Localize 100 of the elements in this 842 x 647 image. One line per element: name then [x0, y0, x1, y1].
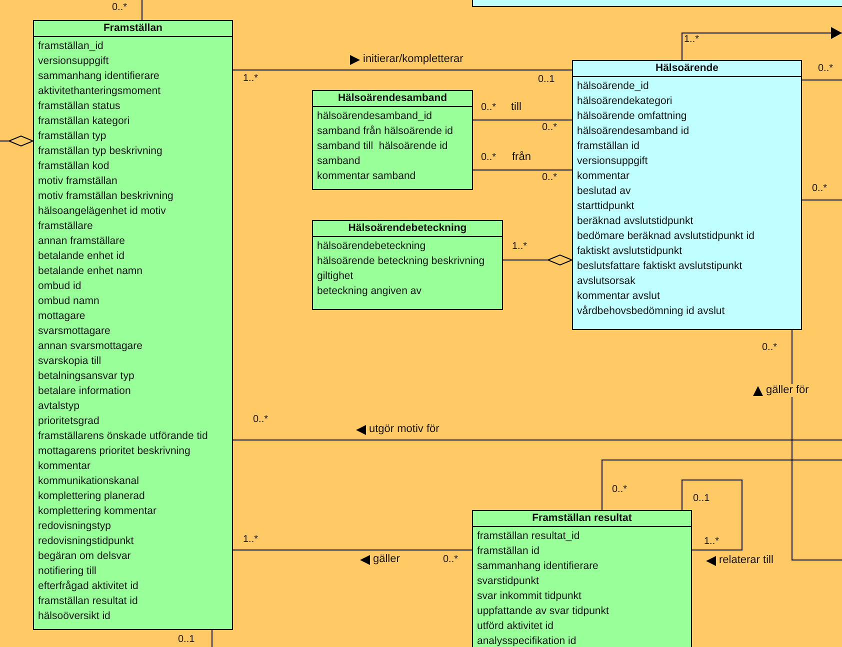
attribute-text: svar inkommit tidpunkt	[476, 589, 582, 604]
edge-label: initierar/kompletterar	[362, 53, 464, 66]
edge-label: gäller för	[765, 384, 810, 397]
multiplicity-label: 0..1	[693, 493, 710, 505]
attribute-text: framställan kod	[37, 159, 110, 174]
edge-label: utgör motiv för	[368, 423, 440, 436]
attribute-text: ombud namn	[37, 294, 100, 309]
attribute-text: motiv framställan	[37, 174, 118, 189]
association-line	[0, 136, 34, 146]
association-line	[502, 254, 572, 266]
multiplicity-label: 1..*	[704, 536, 720, 548]
attribute-text: framställan typ beskrivning	[37, 144, 164, 159]
attribute-text: kommentar avslut	[576, 289, 661, 304]
class-name: Hälsoärendesamband	[313, 91, 472, 107]
association-line	[682, 27, 842, 60]
attribute-text: samband	[316, 154, 362, 169]
multiplicity-label: 0..*	[253, 414, 268, 426]
class-box	[312, 220, 503, 310]
attribute-text: avslutsorsak	[576, 274, 636, 289]
attribute-text: aktivitethanteringsmoment	[37, 84, 162, 99]
attribute-text: hälsoärendekategori	[576, 94, 674, 109]
attribute-text: hälsoärende_id	[576, 79, 650, 94]
attribute-text: annan framställare	[37, 234, 126, 249]
attribute-text: uppfattande av svar tidpunkt	[476, 604, 610, 619]
attribute-text: ombud id	[37, 279, 82, 294]
attribute-text: hälsoärendebeteckning	[316, 239, 427, 254]
attribute-text: framställan id	[576, 139, 640, 154]
attribute-text: framställan kategori	[37, 114, 131, 129]
attribute-text: betalare information	[37, 384, 132, 399]
edge-label: gäller	[372, 553, 401, 566]
attribute-text: framställan id	[476, 544, 540, 559]
attribute-text: samband från hälsoärende id	[316, 124, 454, 139]
multiplicity-label: 0..*	[612, 484, 628, 496]
attribute-text: framställarens önskade utförande tid	[37, 429, 209, 444]
attribute-text: kommunikationskanal	[37, 474, 140, 489]
attribute-text: framställan status	[37, 99, 122, 114]
attribute-text: svarskopia till	[37, 354, 102, 369]
multiplicity-label: 0..*	[443, 554, 458, 566]
multiplicity-label: 0..*	[542, 172, 558, 184]
multiplicity-label: 0..*	[481, 152, 496, 164]
attribute-text: framställan resultat_id	[476, 529, 581, 544]
attribute-text: faktiskt avslutstidpunkt	[576, 244, 684, 259]
attribute-text: redovisningstidpunkt	[37, 534, 135, 549]
attribute-text: begäran om delsvar	[37, 549, 132, 564]
multiplicity-label: 0..*	[112, 2, 128, 14]
attribute-text: efterfrågad aktivitet id	[37, 579, 140, 594]
class-box	[33, 20, 233, 630]
attribute-text: vårdbehovsbedömning id avslut	[576, 304, 726, 319]
attribute-text: starttidpunkt	[576, 199, 636, 214]
attribute-text: svarstidpunkt	[476, 574, 540, 589]
attribute-text: notifiering till	[37, 564, 98, 579]
attribute-text: sammanhang identifierare	[37, 69, 160, 84]
attribute-text: motiv framställan beskrivning	[37, 189, 174, 204]
multiplicity-label: 1..*	[243, 73, 258, 85]
attribute-text: hälsoärende beteckning beskrivning	[316, 254, 486, 269]
association-line	[792, 330, 842, 560]
class-name: Hälsoärendebeteckning	[313, 221, 502, 237]
attribute-text: versionsuppgift	[37, 54, 110, 69]
class-name: Hälsoärende	[573, 61, 801, 77]
attribute-text: komplettering planerad	[37, 489, 146, 504]
attribute-text: framställan resultat id	[37, 594, 139, 609]
attribute-text: kommentar	[37, 459, 92, 474]
class-box	[572, 60, 802, 330]
multiplicity-label: 1..*	[684, 34, 700, 46]
attribute-text: sammanhang identifierare	[476, 559, 600, 574]
attribute-text: prioritetsgrad	[37, 414, 100, 429]
multiplicity-label: 0..*	[812, 183, 828, 195]
attribute-text: betalningsansvar typ	[37, 369, 136, 384]
multiplicity-label: 1..*	[243, 534, 258, 546]
association-line	[602, 460, 842, 510]
attribute-text: samband till hälsoärende id	[316, 139, 449, 154]
attribute-text: svarsmottagare	[37, 324, 112, 339]
multiplicity-label: 0..*	[542, 122, 558, 134]
attribute-text: betalande enhet id	[37, 249, 126, 264]
multiplicity-label: 1..*	[512, 241, 528, 253]
attribute-text: avtalstyp	[37, 399, 80, 414]
attribute-text: framställan typ	[37, 129, 108, 144]
attribute-text: annan svarsmottagare	[37, 339, 144, 354]
attribute-text: utförd aktivitet id	[476, 619, 554, 634]
attribute-text: framställan_id	[37, 39, 104, 54]
class-box	[472, 510, 692, 647]
attribute-text: hälsoöversikt id	[37, 609, 112, 624]
attribute-text: mottagare	[37, 309, 86, 324]
attribute-text: hälsoärendesamband_id	[316, 109, 434, 124]
attribute-text: framställare	[37, 219, 94, 234]
multiplicity-label: 0..1	[178, 634, 195, 646]
class-name: Framställan	[34, 21, 232, 37]
attribute-text: betalande enhet namn	[37, 264, 144, 279]
attribute-text: hälsoangelägenhet id motiv	[37, 204, 167, 219]
attribute-text: kommentar	[576, 169, 631, 184]
multiplicity-label: 0..1	[538, 74, 555, 86]
multiplicity-label: 0..*	[481, 102, 496, 114]
multiplicity-label: 0..*	[762, 342, 778, 354]
attribute-text: mottagarens prioritet beskrivning	[37, 444, 192, 459]
attribute-text: bedömare beräknad avslutstidpunkt id	[576, 229, 756, 244]
attribute-text: versionsuppgift	[576, 154, 649, 169]
class-name: Framställan resultat	[473, 511, 691, 527]
attribute-text: hälsoärendesamband id	[576, 124, 690, 139]
association-line	[682, 480, 742, 550]
attribute-text: beslutad av	[576, 184, 632, 199]
